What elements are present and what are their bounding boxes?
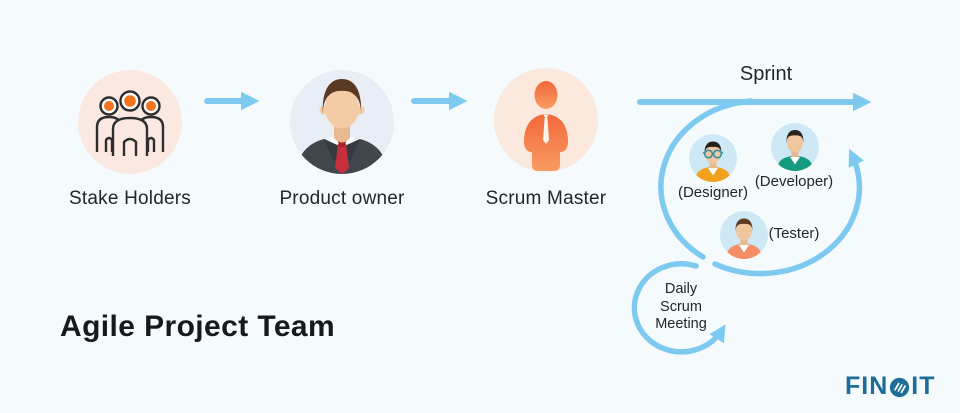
tester-avatar-icon <box>720 211 768 259</box>
logo-text-fin: FIN <box>845 372 889 400</box>
developer-label: (Developer) <box>754 173 834 190</box>
designer-avatar <box>689 134 737 182</box>
daily-scrum-loop-arrow <box>631 261 726 355</box>
developer-avatar-icon <box>771 123 819 171</box>
page-title: Agile Project Team <box>60 310 336 343</box>
finoit-logo: FIN IT <box>845 372 936 401</box>
logo-o-icon <box>890 377 910 398</box>
tester-avatar <box>720 211 768 259</box>
product-owner-avatar <box>296 79 388 174</box>
stakeholders-group-icon <box>95 90 165 156</box>
tester-label: (Tester) <box>768 225 820 242</box>
designer-avatar-icon <box>689 134 737 182</box>
sprint-label: Sprint <box>739 63 793 85</box>
logo-text-it: IT <box>911 372 936 400</box>
stakeholders-node <box>78 70 182 174</box>
stakeholders-label: Stake Holders <box>69 188 191 209</box>
meeting-line-2: Scrum <box>660 298 702 315</box>
product-owner-label: Product owner <box>279 188 405 209</box>
scrum-master-silhouette-icon <box>523 81 569 171</box>
developer-avatar <box>771 123 819 171</box>
product-owner-node <box>290 70 394 174</box>
sprint-loop-arc-left <box>658 98 754 260</box>
scrum-master-label: Scrum Master <box>485 188 607 209</box>
meeting-line-3: Meeting <box>655 316 707 332</box>
scrum-master-node <box>494 68 598 172</box>
meeting-line-1: Daily <box>664 281 698 297</box>
daily-scrum-meeting-label: Daily Scrum Meeting <box>631 281 731 334</box>
sprint-loop-arc-right-arrow <box>712 148 865 277</box>
designer-label: (Designer) <box>677 184 749 201</box>
